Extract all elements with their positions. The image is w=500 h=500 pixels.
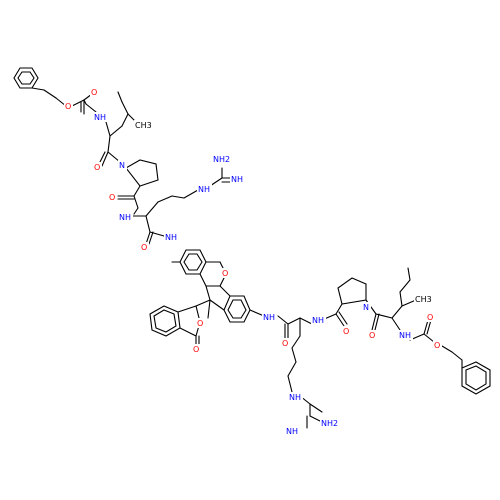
- atom-oxygen: O: [109, 193, 115, 202]
- atom-nitrogen: NH: [399, 331, 411, 340]
- atom-nitrogen: NH: [286, 427, 298, 436]
- isobenzofuranone-ring: [149, 305, 181, 337]
- atom-oxygen: O: [434, 341, 440, 350]
- atom-labels: O O NH CH3 O N NH2 NH NH O NH O NH O O O: [64, 87, 442, 436]
- benzene-ring-top: [13, 67, 39, 89]
- atom-amine: NH2: [213, 155, 230, 164]
- atom-oxygen: O: [91, 88, 97, 97]
- atom-nitrogen: NH: [312, 316, 324, 325]
- atom-oxygen: O: [369, 331, 375, 340]
- atom-nitrogen: NH: [231, 175, 243, 184]
- atom-amine: NH2: [321, 419, 338, 428]
- atom-nitrogen: N: [119, 161, 125, 170]
- atom-nitrogen: NH: [165, 233, 177, 242]
- atom-nitrogen: NH: [289, 393, 301, 402]
- atom-oxygen: O: [141, 243, 147, 252]
- atom-oxygen: O: [282, 339, 288, 348]
- benzene-ring-bottom: [461, 361, 491, 395]
- atom-oxygen: O: [222, 269, 228, 278]
- atom-nitrogen: NH: [94, 113, 106, 122]
- atom-oxygen: O: [427, 313, 433, 322]
- atom-oxygen: O: [94, 163, 100, 172]
- atom-oxygen: O: [65, 102, 71, 111]
- atom-nitrogen: NH: [198, 185, 210, 194]
- atom-methyl: CH3: [415, 295, 432, 304]
- xanthene-ring-right: [223, 295, 251, 323]
- proline-ring-top: [125, 159, 159, 187]
- proline-ring-bottom: [337, 277, 367, 305]
- xanthene-ring-left: [179, 249, 207, 275]
- atom-nitrogen: N: [363, 303, 369, 312]
- atom-nitrogen: NH: [119, 213, 131, 222]
- atom-oxygen: O: [193, 345, 199, 354]
- atom-nitrogen: NH: [263, 313, 275, 322]
- atom-methyl: CH3: [135, 121, 152, 130]
- atom-oxygen: O: [197, 319, 203, 328]
- atom-oxygen: O: [343, 327, 349, 336]
